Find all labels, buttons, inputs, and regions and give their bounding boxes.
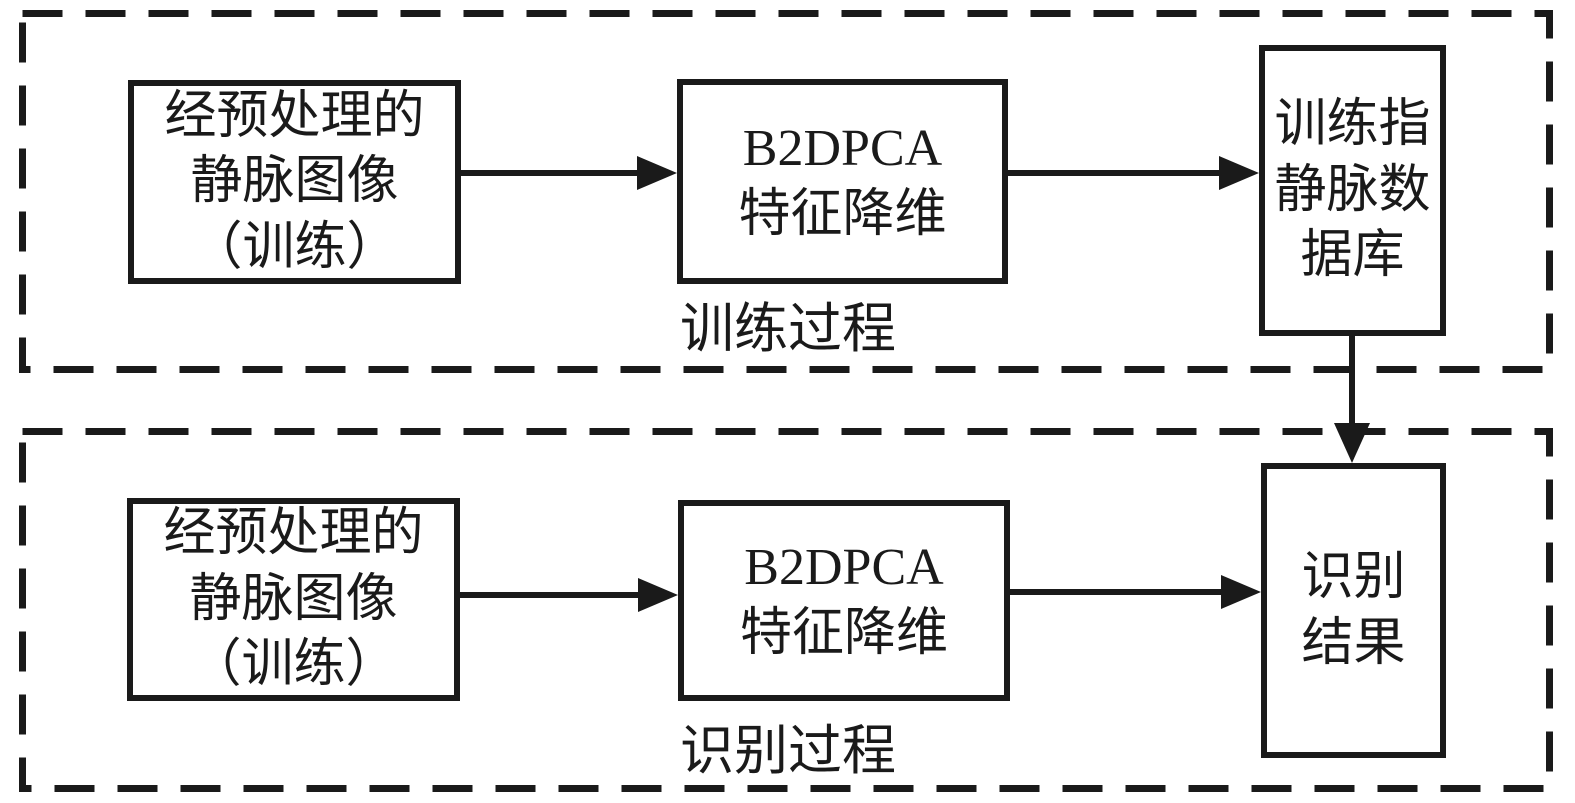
node-training-database: 训练指 静脉数 据库	[1259, 45, 1446, 336]
node-recognition-result: 识别 结果	[1261, 463, 1446, 758]
node-recognition-result-label: 识别 结果	[1301, 548, 1406, 672]
node-training-database-label: 训练指 静脉数 据库	[1274, 96, 1431, 285]
recognition-section-label: 识别过程	[680, 721, 896, 781]
training-section-border	[19, 10, 1553, 373]
arrow-training-input-to-b2dpca	[460, 156, 677, 190]
node-training-b2dpca: B2DPCA 特征降维	[677, 79, 1008, 284]
node-training-preprocessed-image-label: 经预处理的 静脉图像 （训练）	[164, 87, 425, 276]
arrow-recognition-input-to-b2dpca	[460, 578, 678, 612]
node-recognition-preprocessed-image: 经预处理的 静脉图像 （训练）	[127, 498, 460, 701]
node-recognition-preprocessed-image-label: 经预处理的 静脉图像 （训练）	[163, 505, 424, 694]
node-recognition-b2dpca-label: B2DPCA 特征降维	[739, 538, 948, 662]
arrow-database-to-result	[1334, 335, 1370, 463]
arrow-recognition-b2dpca-to-result	[1010, 575, 1261, 609]
arrow-training-b2dpca-to-database	[1007, 156, 1259, 190]
node-recognition-b2dpca: B2DPCA 特征降维	[678, 500, 1010, 701]
training-section-label: 训练过程	[680, 299, 896, 359]
node-training-preprocessed-image: 经预处理的 静脉图像 （训练）	[128, 80, 461, 284]
node-training-b2dpca-label: B2DPCA 特征降维	[738, 119, 947, 243]
recognition-section-border	[19, 428, 1553, 792]
